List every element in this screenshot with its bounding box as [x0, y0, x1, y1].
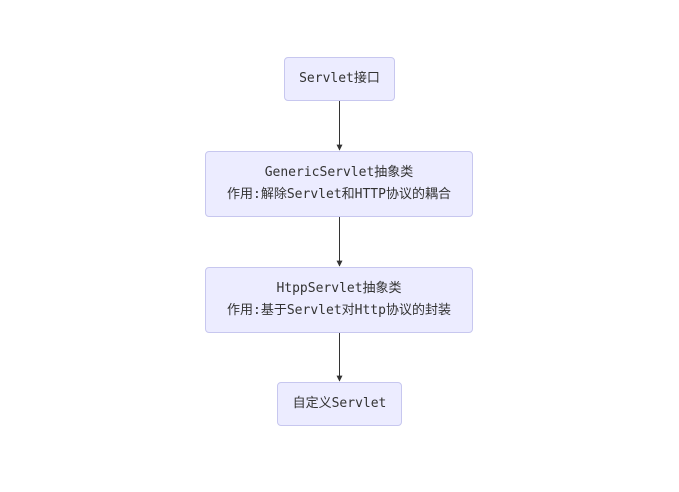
node-generic-servlet-title: GenericServlet抽象类	[264, 165, 414, 180]
node-custom-servlet: 自定义Servlet	[277, 382, 402, 426]
node-servlet-interface: Servlet接口	[284, 57, 395, 101]
node-http-servlet-title: HtppServlet抽象类	[276, 281, 402, 296]
node-custom-servlet-label: 自定义Servlet	[292, 396, 387, 411]
node-generic-servlet: GenericServlet抽象类 作用:解除Servlet和HTTP协议的耦合	[205, 151, 473, 217]
node-http-servlet-desc: 作用:基于Servlet对Http协议的封装	[227, 303, 451, 318]
node-servlet-interface-label: Servlet接口	[299, 71, 380, 86]
node-generic-servlet-desc: 作用:解除Servlet和HTTP协议的耦合	[227, 187, 451, 202]
node-http-servlet: HtppServlet抽象类 作用:基于Servlet对Http协议的封装	[205, 267, 473, 333]
